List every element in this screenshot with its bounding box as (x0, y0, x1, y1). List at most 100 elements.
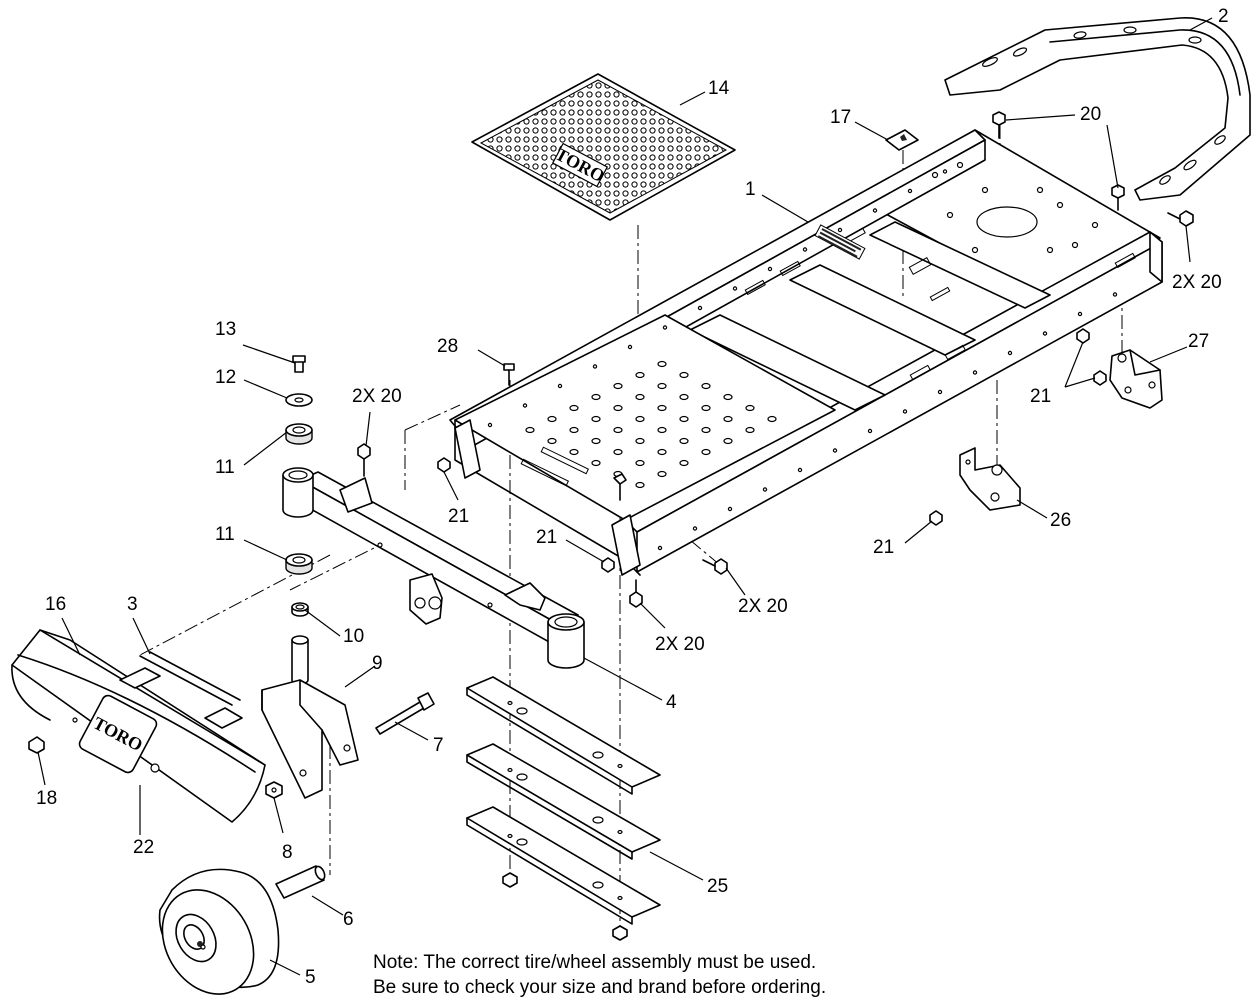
deck-hole (745, 426, 755, 434)
callout-7: 7 (433, 735, 444, 756)
deck-hole (635, 415, 645, 423)
caster-wheel (158, 868, 280, 995)
callout-11-b: 11 (215, 524, 235, 545)
rail-holes (487, 169, 1118, 551)
deck-hole (613, 404, 623, 412)
rail-hole (1007, 350, 1013, 356)
callout-21-d: 21 (873, 537, 894, 558)
deck-hole (657, 470, 667, 478)
deck-hole (525, 426, 535, 434)
deck-hole (635, 371, 645, 379)
rail-hole (487, 422, 493, 428)
rail-hole (1042, 331, 1048, 336)
rail-hole (762, 487, 768, 492)
rail-hole (872, 208, 878, 213)
deck-hole (635, 437, 645, 445)
ordering-note: Note: The correct tire/wheel assembly mu… (373, 950, 826, 1000)
deck-hole (767, 415, 777, 423)
rail-hole (692, 526, 698, 531)
deck-hole (701, 426, 711, 434)
deck-hole (635, 393, 645, 401)
deck-hole (679, 415, 689, 423)
rail-hole (867, 428, 873, 434)
deck-hole (723, 393, 733, 401)
callout-16: 16 (45, 594, 66, 615)
deck-holes (525, 161, 1099, 489)
front-shield: TORO (11, 629, 266, 823)
callout-3: 3 (127, 594, 138, 615)
main-frame (449, 129, 1163, 576)
floor-mat: TORO (471, 73, 736, 221)
deck-hole (613, 448, 623, 456)
rail-hole (662, 325, 668, 330)
plate-hole (1046, 246, 1054, 254)
callout-5: 5 (305, 967, 316, 988)
callout-2x20-b: 2X 20 (352, 386, 402, 407)
deck-hole (723, 437, 733, 445)
callout-21-b: 21 (448, 506, 469, 527)
screw-18 (28, 736, 45, 754)
plate-hole (1056, 201, 1064, 209)
deck-hole (569, 404, 579, 412)
deck-hole (657, 426, 667, 434)
callout-13: 13 (215, 319, 236, 340)
rail-hole (1112, 292, 1118, 297)
rail-hole (802, 247, 808, 252)
deck-hole (635, 481, 645, 489)
rail-hole (522, 403, 528, 408)
front-axle (282, 467, 585, 669)
callouts: 2 14 17 20 1 2X 20 13 28 27 12 2X 20 21 … (36, 6, 1229, 988)
deck-hole (745, 404, 755, 412)
deck-hole (547, 437, 557, 445)
rail-hole (832, 448, 838, 453)
deck-hole (569, 448, 579, 456)
deck-hole (591, 393, 601, 401)
callout-8: 8 (282, 842, 293, 863)
callout-18: 18 (36, 788, 57, 809)
deck-hole (679, 437, 689, 445)
deck-hole (679, 371, 689, 379)
callout-10: 10 (343, 626, 364, 647)
rail-hole (1077, 311, 1083, 317)
deck-hole (591, 459, 601, 467)
deck-hole (657, 404, 667, 412)
callout-27: 27 (1188, 331, 1209, 352)
rail-hole (697, 305, 703, 311)
callout-2: 2 (1218, 6, 1229, 27)
deck-hole (547, 415, 557, 423)
plate-hole (971, 246, 979, 254)
deck-hole (701, 382, 711, 390)
note-line-2: Be sure to check your size and brand bef… (373, 977, 827, 998)
decal (885, 129, 919, 151)
deck-hole (723, 415, 733, 423)
plate-hole (1091, 221, 1099, 229)
callout-6: 6 (343, 909, 354, 930)
callout-21-c: 21 (536, 527, 557, 548)
rail-hole (657, 545, 663, 551)
callout-17: 17 (830, 107, 851, 128)
deck-hole (657, 360, 667, 368)
callout-4: 4 (666, 692, 677, 713)
rail-hole (797, 467, 803, 473)
callout-22: 22 (133, 837, 154, 858)
bracket-26 (959, 447, 1021, 511)
shim-plates (466, 676, 661, 941)
deck-hole (701, 404, 711, 412)
rail-hole (907, 188, 913, 194)
plate-hole (946, 211, 954, 219)
deck-hole (657, 382, 667, 390)
deck-hole (701, 448, 711, 456)
plate-hole (1071, 241, 1079, 249)
callout-26: 26 (1050, 510, 1071, 531)
deck-hole (569, 426, 579, 434)
callout-2x20-d: 2X 20 (655, 634, 705, 655)
deck-hole (613, 426, 623, 434)
bolt-28 (503, 363, 515, 386)
deck-hole (635, 459, 645, 467)
axle-bolt (375, 692, 435, 735)
handle-loop (944, 17, 1251, 201)
callout-12: 12 (215, 367, 236, 388)
callout-25: 25 (707, 876, 728, 897)
rail-hole (837, 227, 843, 233)
